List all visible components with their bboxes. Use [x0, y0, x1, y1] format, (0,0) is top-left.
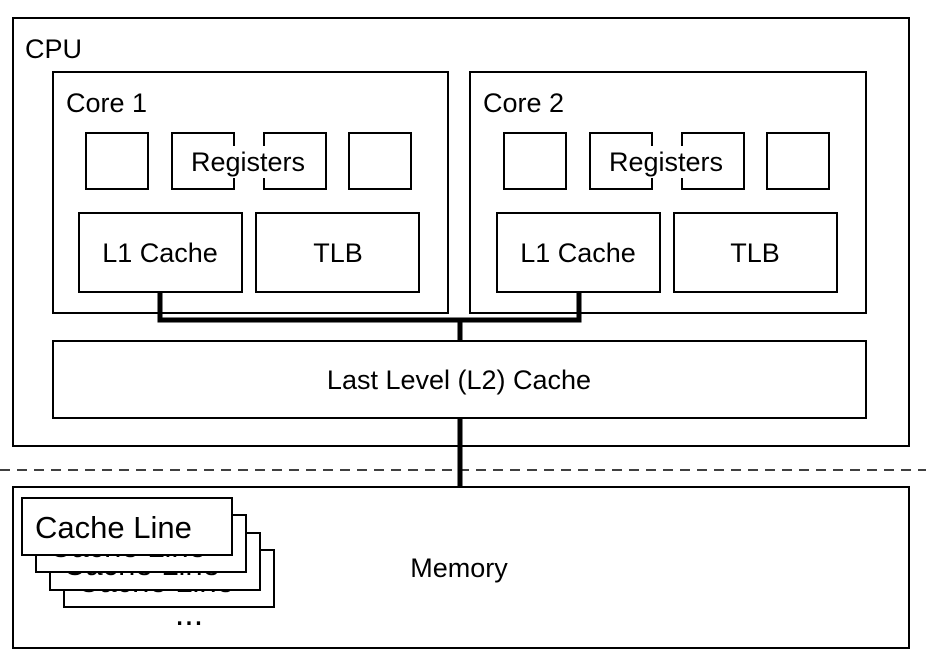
core-1-box	[52, 71, 449, 314]
core-2-box	[469, 71, 867, 314]
llc-label: Last Level (L2) Cache	[327, 365, 591, 395]
cache-line-stack: Cache Line Cache Line Cache Line Cache L…	[21, 497, 275, 633]
core-1-tlb-box	[255, 212, 420, 293]
core-2-tlb-label: TLB	[730, 238, 780, 268]
register-box	[85, 132, 149, 190]
core-2-registers: Registers	[503, 132, 830, 190]
register-box	[503, 132, 567, 190]
core-2-label: Core 2	[483, 88, 564, 118]
memory-box	[12, 486, 910, 649]
memory-label: Memory	[410, 553, 508, 583]
l1-to-llc-bus	[157, 292, 582, 323]
core-2-tlb-box	[673, 212, 838, 293]
core-1-l1-cache-label: L1 Cache	[102, 238, 218, 268]
cpu-label: CPU	[25, 34, 82, 64]
core-1: Core 1 Registers L1 Cache TLB	[52, 71, 449, 314]
cache-line-card-top	[21, 497, 233, 556]
core-2-l1-cache-label: L1 Cache	[520, 238, 636, 268]
core-1-registers: Registers	[85, 132, 412, 190]
register-box	[348, 132, 412, 190]
cache-line-ellipsis: ...	[175, 595, 203, 633]
core-1-label: Core 1	[66, 88, 147, 118]
core-2: Core 2 Registers L1 Cache TLB	[469, 71, 867, 314]
registers-label: Registers	[191, 147, 305, 177]
registers-label: Registers	[609, 147, 723, 177]
cache-line-card-top-label: Cache Line	[35, 510, 192, 545]
registers-label-bg	[600, 146, 732, 178]
register-box	[766, 132, 830, 190]
core-1-tlb-label: TLB	[313, 238, 363, 268]
registers-label-bg	[182, 146, 314, 178]
